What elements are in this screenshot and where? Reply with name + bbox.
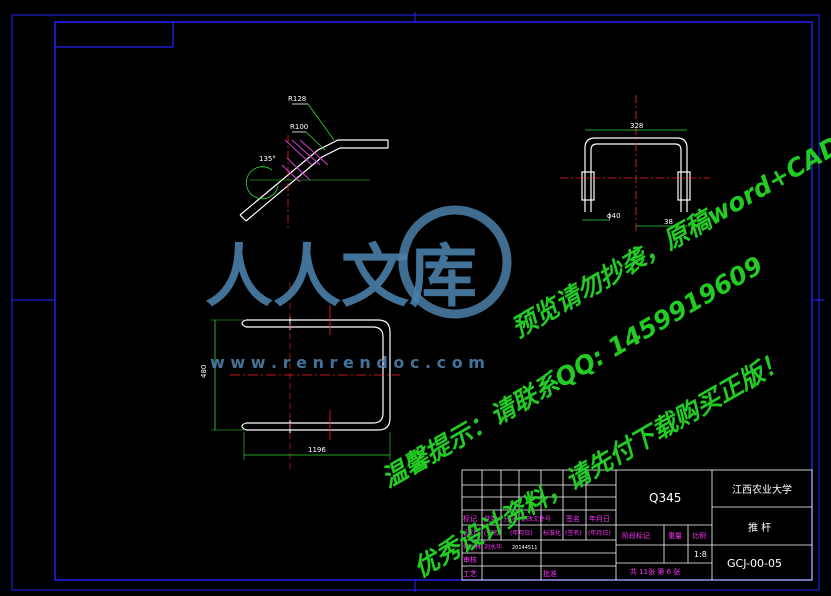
dim-width-top: 328 bbox=[630, 122, 643, 130]
u-rod-end-top bbox=[241, 319, 247, 328]
rod-outline-bottom bbox=[245, 147, 388, 222]
student-0: 何水林 bbox=[463, 543, 481, 551]
code-box bbox=[54, 21, 174, 48]
design-label-1: (签名) bbox=[484, 529, 501, 537]
check-label: 审核 bbox=[463, 555, 477, 564]
leader-r100 bbox=[305, 131, 326, 151]
design-label-4: (签名) bbox=[565, 529, 582, 537]
rod-outline-top bbox=[239, 139, 388, 216]
title-block-text: Q345 江西农业大学 推 杆 GCJ-00-05 1:8 共 11张 第 6 … bbox=[463, 483, 792, 578]
side-view: R128 R100 135° bbox=[239, 95, 389, 230]
rev-label-3: 更改文件号 bbox=[521, 515, 551, 523]
material: Q345 bbox=[649, 491, 681, 505]
watermark-logo-text: 人人文库 bbox=[205, 238, 477, 317]
sheet-info: 共 11张 第 6 张 bbox=[630, 567, 680, 576]
scale-value: 1:8 bbox=[694, 550, 707, 559]
watermark: 人人文库 w w w . r e n r e n d o c . c o m 预… bbox=[205, 68, 831, 583]
sleeve-left bbox=[581, 171, 595, 201]
dim-r128: R128 bbox=[288, 95, 306, 103]
stage-label: 阶段标记 bbox=[622, 531, 650, 540]
inner-border bbox=[54, 21, 813, 581]
rev-label-0: 标记 bbox=[463, 514, 477, 523]
approve-label: 批准 bbox=[543, 569, 557, 578]
leader-r128 bbox=[307, 103, 335, 141]
scale-label: 比例 bbox=[692, 531, 706, 540]
school-name: 江西农业大学 bbox=[732, 483, 792, 496]
plan-view: 480 1196 bbox=[200, 283, 400, 470]
section-hatch bbox=[281, 139, 329, 183]
u-rod-end-bottom bbox=[241, 422, 247, 431]
student-1: 刘水华 bbox=[484, 543, 502, 551]
design-label-0: 设计 bbox=[463, 528, 477, 537]
sleeve-right bbox=[677, 171, 691, 201]
rev-label-2: 分区 bbox=[503, 514, 517, 523]
student-2: 20144511 bbox=[512, 545, 537, 551]
weight-label: 重量 bbox=[668, 532, 682, 540]
dim-height-plan: 480 bbox=[200, 365, 208, 378]
title-block bbox=[461, 469, 813, 581]
watermark-line-3: 优秀设计资料，请先付下载购买正版！ bbox=[409, 346, 792, 584]
drawing-number: GCJ-00-05 bbox=[727, 557, 782, 570]
watermark-logo-ring bbox=[398, 205, 512, 319]
angle-arc bbox=[245, 166, 279, 200]
u-rod-outer bbox=[246, 319, 391, 431]
rev-label-4: 签名 bbox=[566, 514, 580, 523]
dim-phi40: ϕ40 bbox=[607, 212, 621, 220]
part-name: 推 杆 bbox=[748, 521, 771, 534]
watermark-url: w w w . r e n r e n d o c . c o m bbox=[210, 353, 485, 372]
front-view: 328 ϕ40 38 bbox=[560, 95, 710, 232]
dim-length-plan: 1196 bbox=[308, 446, 326, 454]
dim-angle: 135° bbox=[259, 155, 276, 163]
design-label-5: (年月日) bbox=[588, 529, 611, 537]
dim-38: 38 bbox=[664, 218, 673, 226]
rod-end-2 bbox=[239, 214, 247, 222]
process-label: 工艺 bbox=[463, 570, 477, 578]
rev-label-5: 年月日 bbox=[589, 514, 610, 523]
rev-label-1: 处数 bbox=[484, 514, 498, 523]
dim-r100: R100 bbox=[290, 123, 308, 131]
design-label-2: (年月日) bbox=[510, 529, 533, 537]
design-label-3: 标准化 bbox=[543, 529, 561, 537]
